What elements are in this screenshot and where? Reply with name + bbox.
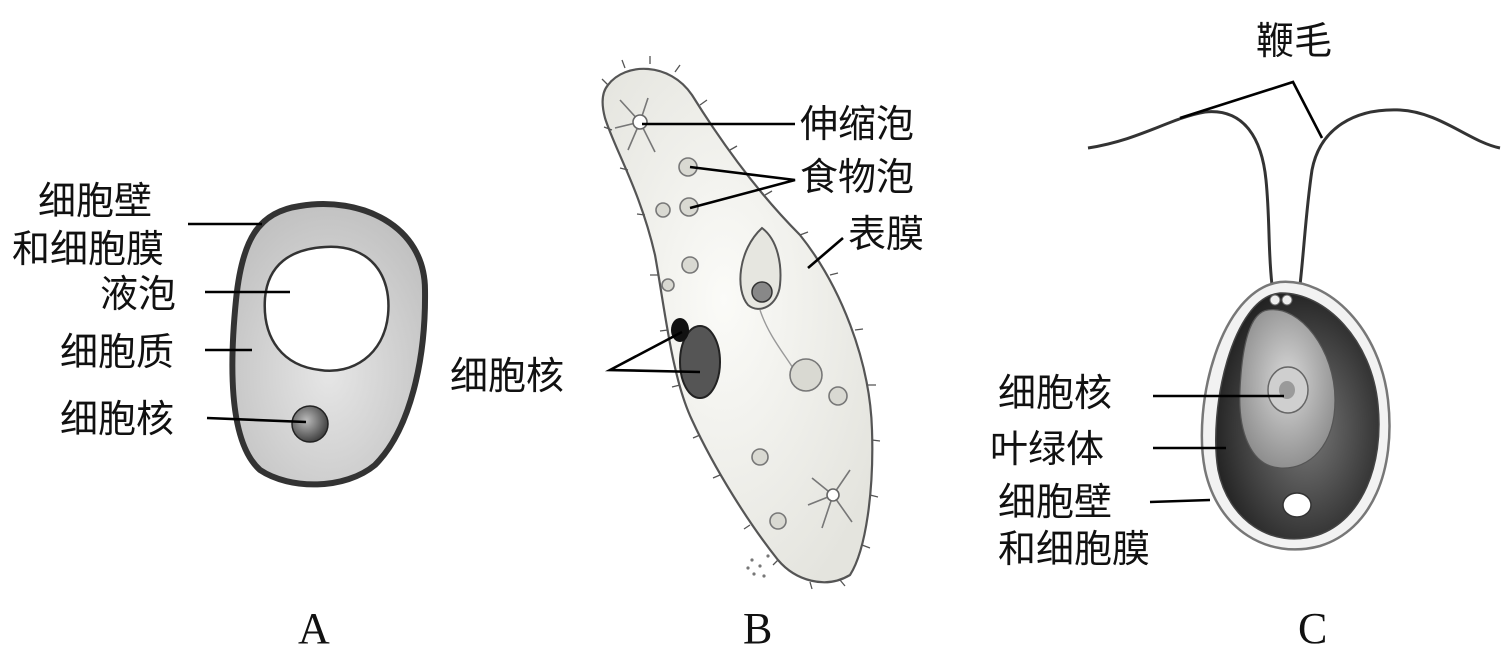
cell-c-pyrenoid	[1283, 493, 1311, 517]
cell-a-vacuole	[265, 247, 389, 371]
cell-b-waste-dots	[746, 554, 769, 577]
cell-b-forming-vacuole	[752, 282, 772, 302]
label-c-chloroplast: 叶绿体	[990, 427, 1104, 471]
caption-c: C	[1298, 604, 1327, 648]
label-a-cytoplasm: 细胞质	[60, 330, 174, 374]
label-a-vacuole: 液泡	[100, 272, 176, 316]
cell-c-flagellum-right	[1300, 110, 1500, 285]
label-b-pellicle: 表膜	[848, 212, 924, 256]
label-c-cell-wall-2: 和细胞膜	[998, 527, 1150, 571]
figure-c: 鞭毛 细胞核 叶绿体 细胞壁 和细胞膜 C	[990, 19, 1500, 648]
cell-c-granule-1	[1270, 295, 1280, 305]
label-b-nucleus: 细胞核	[450, 354, 564, 398]
label-c-nucleus: 细胞核	[998, 371, 1112, 415]
figure-a: 细胞壁 和细胞膜 液泡 细胞质 细胞核 A	[12, 179, 425, 648]
label-b-contractile-vacuole: 伸缩泡	[800, 102, 914, 146]
label-c-flagella: 鞭毛	[1256, 19, 1332, 63]
cell-a-nucleus	[292, 406, 328, 442]
leader-c-wall	[1150, 500, 1210, 502]
label-a-nucleus: 细胞核	[60, 397, 174, 441]
leader-c-flagella	[1180, 82, 1322, 138]
figure-b: 伸缩泡 食物泡 表膜 细胞核 B	[450, 56, 924, 648]
caption-b: B	[743, 604, 772, 648]
cell-b-micronucleus	[671, 318, 689, 342]
label-a-cell-wall-1: 细胞壁	[38, 179, 152, 223]
label-c-cell-wall-1: 细胞壁	[998, 480, 1112, 524]
label-b-food-vacuole: 食物泡	[800, 155, 914, 199]
cell-c-flagellum-left	[1088, 112, 1272, 285]
cell-c-granule-2	[1282, 295, 1292, 305]
caption-a: A	[298, 604, 330, 648]
label-a-cell-wall-2: 和细胞膜	[12, 227, 164, 271]
